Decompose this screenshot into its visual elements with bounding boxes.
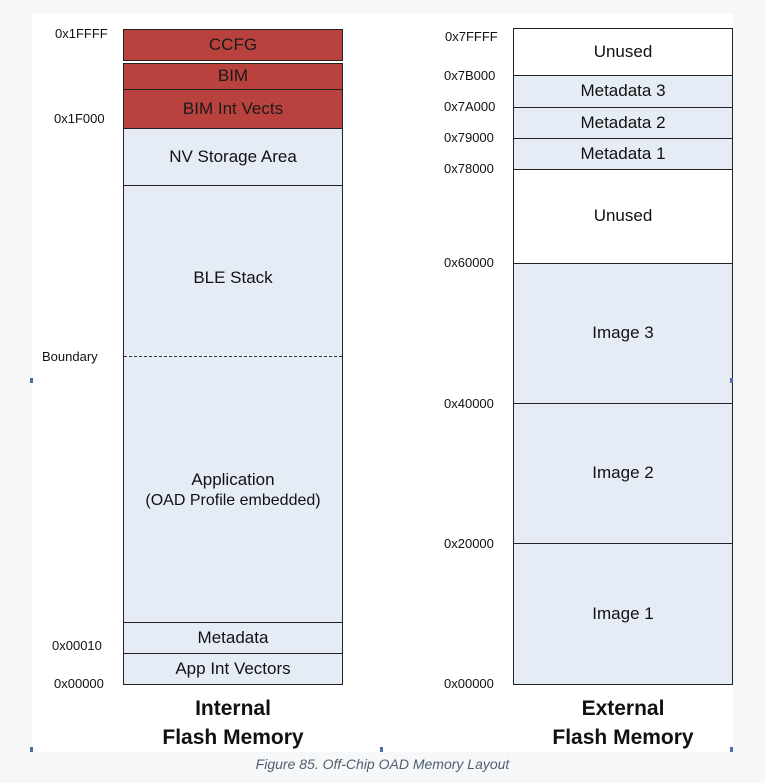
block-label: NV Storage Area xyxy=(169,146,297,166)
block-label: Image 2 xyxy=(592,463,654,483)
title-line: Flash Memory xyxy=(552,726,694,749)
figure-caption: Figure 85. Off-Chip OAD Memory Layout xyxy=(255,756,510,772)
boundary-label: Boundary xyxy=(42,349,98,364)
title-line: Internal xyxy=(195,697,271,720)
internal-block-bim: BIM xyxy=(123,63,343,90)
internal-block-metadata: Metadata xyxy=(123,622,343,654)
tick-mark xyxy=(730,378,733,383)
block-label: BLE Stack xyxy=(193,267,273,287)
block-label: Unused xyxy=(593,206,653,226)
block-label: Image 3 xyxy=(592,323,654,343)
internal-block-nv-storage: NV Storage Area xyxy=(123,128,343,186)
address-label: 0x7A000 xyxy=(444,99,496,114)
title-line: External xyxy=(581,697,665,720)
block-label: Metadata 1 xyxy=(580,143,666,163)
block-label: Metadata 2 xyxy=(580,112,666,132)
block-label: Image 1 xyxy=(592,603,654,623)
external-block-image-3: Image 3 xyxy=(513,263,733,404)
external-block-metadata-3: Metadata 3 xyxy=(513,75,733,108)
internal-block-ccfg: CCFG xyxy=(123,29,343,61)
tick-mark xyxy=(30,747,33,752)
address-label: 0x79000 xyxy=(444,130,494,145)
boundary-line xyxy=(124,356,342,357)
address-label: 0x20000 xyxy=(444,536,494,551)
block-label: CCFG xyxy=(208,34,258,54)
internal-block-app-int-vectors: App Int Vectors xyxy=(123,653,343,685)
block-label: Metadata 3 xyxy=(580,81,666,101)
external-block-metadata-2: Metadata 2 xyxy=(513,107,733,139)
external-block-metadata-1: Metadata 1 xyxy=(513,138,733,170)
block-label: Application xyxy=(191,469,275,489)
external-block-image-1: Image 1 xyxy=(513,543,733,685)
block-sublabel: (OAD Profile embedded) xyxy=(145,491,321,509)
address-label: 0x40000 xyxy=(444,396,494,411)
block-label: BIM xyxy=(217,66,249,86)
address-label: 0x00000 xyxy=(444,676,494,691)
title-line: Flash Memory xyxy=(162,726,304,749)
internal-block-ble-stack: BLE Stack xyxy=(123,255,343,301)
address-label: 0x7B000 xyxy=(444,68,496,83)
block-label: BIM Int Vects xyxy=(182,98,284,118)
internal-memory-title: Internal Flash Memory xyxy=(123,694,343,752)
block-label: Metadata xyxy=(197,627,269,647)
external-memory-title: External Flash Memory xyxy=(513,694,733,752)
address-label: 0x00010 xyxy=(52,638,102,653)
tick-mark xyxy=(730,747,733,752)
address-label: 0x1FFFF xyxy=(55,26,108,41)
tick-mark xyxy=(380,747,383,752)
tick-mark xyxy=(30,378,33,383)
external-block-unused-mid: Unused xyxy=(513,169,733,264)
address-label: 0x60000 xyxy=(444,255,494,270)
external-block-unused-top: Unused xyxy=(513,28,733,76)
address-label: 0x1F000 xyxy=(54,111,105,126)
internal-block-ble-stack-application xyxy=(123,185,343,623)
internal-block-application: Application (OAD Profile embedded) xyxy=(123,462,343,518)
address-label: 0x78000 xyxy=(444,161,494,176)
internal-block-bim-int-vects: BIM Int Vects xyxy=(123,89,343,129)
block-label: App Int Vectors xyxy=(175,658,291,678)
external-block-image-2: Image 2 xyxy=(513,403,733,544)
address-label: 0x00000 xyxy=(54,676,104,691)
block-label: Unused xyxy=(593,41,653,61)
address-label: 0x7FFFF xyxy=(445,29,498,44)
